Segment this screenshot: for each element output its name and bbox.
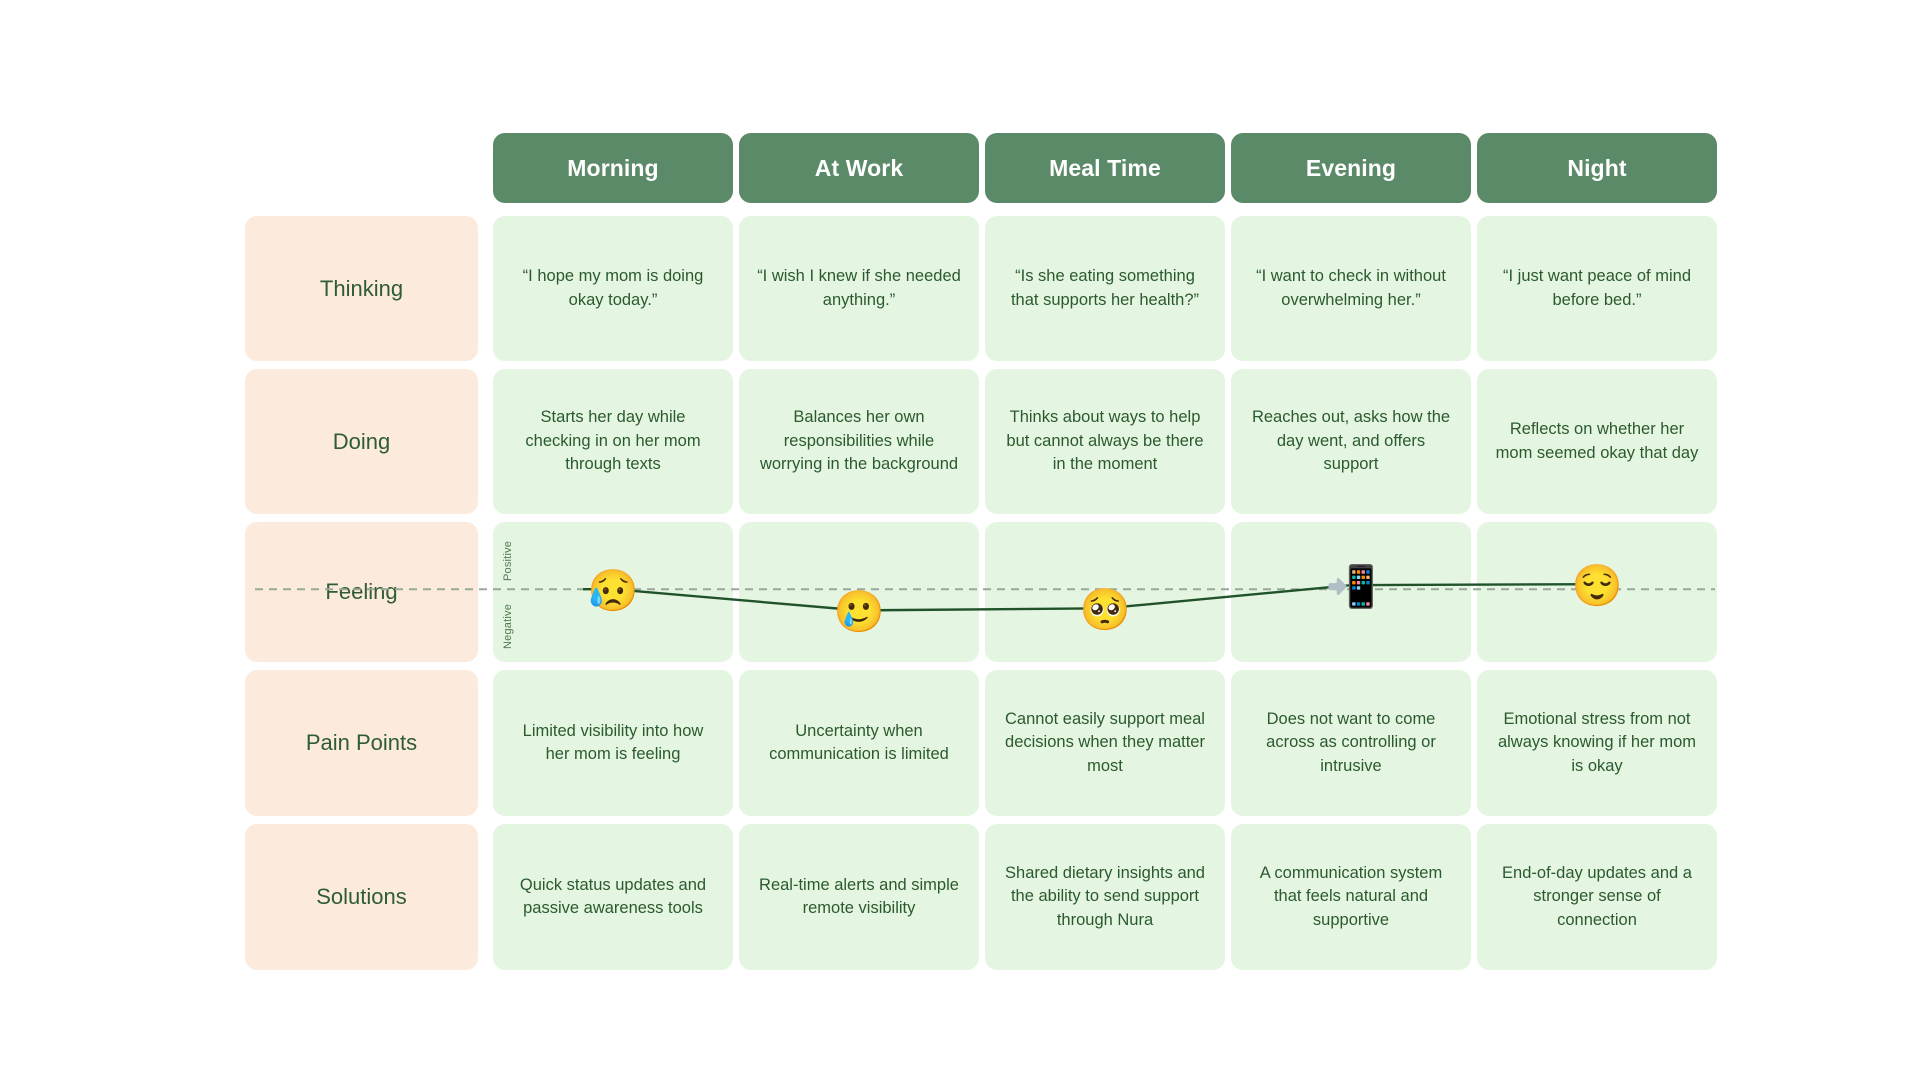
cell-solutions-at-work: Real-time alerts and simple remote visib… — [739, 824, 979, 970]
cell-doing-morning: Starts her day while checking in on her … — [493, 369, 733, 514]
cell-thinking-meal-time: “Is she eating something that supports h… — [985, 216, 1225, 361]
row-label-solutions: Solutions — [245, 824, 478, 970]
cell-text: Reflects on whether her mom seemed okay … — [1495, 420, 1699, 462]
cell-thinking-morning: “I hope my mom is doing okay today.” — [493, 216, 733, 361]
cell-text: Balances her own responsibilities while … — [759, 408, 959, 474]
feeling-cell-morning — [493, 522, 733, 662]
cell-thinking-evening: “I want to check in without overwhelming… — [1231, 216, 1471, 361]
cell-solutions-meal-time: Shared dietary insights and the ability … — [985, 824, 1225, 970]
cell-text: Real-time alerts and simple remote visib… — [759, 875, 959, 917]
row-label-pain-points: Pain Points — [245, 670, 478, 816]
cell-pain-points-meal-time: Cannot easily support meal decisions whe… — [985, 670, 1225, 816]
cell-doing-evening: Reaches out, asks how the day went, and … — [1231, 369, 1471, 514]
feeling-cell-evening — [1231, 522, 1471, 662]
cell-text: “I wish I knew if she needed anything.” — [757, 267, 961, 309]
cell-solutions-evening: A communication system that feels natura… — [1231, 824, 1471, 970]
column-header-meal-time[interactable]: Meal Time — [985, 133, 1225, 203]
cell-text: “Is she eating something that supports h… — [1010, 267, 1200, 309]
row-label-text: Solutions — [316, 884, 407, 909]
cell-doing-night: Reflects on whether her mom seemed okay … — [1477, 369, 1717, 514]
feeling-cell-at-work — [739, 522, 979, 662]
cell-solutions-morning: Quick status updates and passive awarene… — [493, 824, 733, 970]
column-header-label: At Work — [814, 154, 904, 181]
cell-text: “I just want peace of mind before bed.” — [1502, 267, 1691, 309]
feeling-cell-night — [1477, 522, 1717, 662]
column-header-night[interactable]: Night — [1477, 133, 1717, 203]
column-header-label: Meal Time — [1049, 154, 1161, 181]
row-label-text: Doing — [332, 428, 391, 454]
cell-pain-points-at-work: Uncertainty when communication is limite… — [739, 670, 979, 816]
cell-text: Thinks about ways to help but cannot alw… — [1006, 408, 1204, 474]
feeling-cell-meal-time — [985, 522, 1225, 662]
cell-text: Limited visibility into how her mom is f… — [522, 721, 704, 763]
column-header-morning[interactable]: Morning — [493, 133, 733, 203]
row-label-text: Pain Points — [305, 730, 418, 755]
row-label-doing: Doing — [245, 369, 478, 514]
cell-text: Shared dietary insights and the ability … — [1005, 863, 1205, 929]
row-label-text: Feeling — [325, 579, 398, 604]
cell-text: “I hope my mom is doing okay today.” — [522, 267, 704, 309]
cell-doing-at-work: Balances her own responsibilities while … — [739, 369, 979, 514]
cell-text: Reaches out, asks how the day went, and … — [1251, 408, 1451, 474]
cell-text: “I want to check in without overwhelming… — [1256, 267, 1446, 309]
column-header-at-work[interactable]: At Work — [739, 133, 979, 203]
cell-solutions-night: End-of-day updates and a stronger sense … — [1477, 824, 1717, 970]
cell-pain-points-evening: Does not want to come across as controll… — [1231, 670, 1471, 816]
cell-thinking-night: “I just want peace of mind before bed.” — [1477, 216, 1717, 361]
row-label-text: Thinking — [319, 275, 404, 301]
cell-text: Does not want to come across as controll… — [1266, 709, 1436, 775]
column-header-label: Night — [1567, 154, 1627, 181]
cell-pain-points-morning: Limited visibility into how her mom is f… — [493, 670, 733, 816]
cell-pain-points-night: Emotional stress from not always knowing… — [1477, 670, 1717, 816]
column-header-label: Evening — [1305, 154, 1397, 181]
column-header-label: Morning — [567, 154, 659, 181]
cell-text: Cannot easily support meal decisions whe… — [1005, 709, 1205, 775]
cell-text: Starts her day while checking in on her … — [525, 408, 701, 474]
row-label-feeling: Feeling — [245, 522, 478, 662]
cell-text: Uncertainty when communication is limite… — [769, 721, 949, 763]
cell-thinking-at-work: “I wish I knew if she needed anything.” — [739, 216, 979, 361]
column-header-evening[interactable]: Evening — [1231, 133, 1471, 203]
cell-doing-meal-time: Thinks about ways to help but cannot alw… — [985, 369, 1225, 514]
cell-text: End-of-day updates and a stronger sense … — [1502, 863, 1692, 929]
cell-text: Quick status updates and passive awarene… — [519, 875, 707, 917]
cell-text: A communication system that feels natura… — [1259, 863, 1443, 929]
cell-text: Emotional stress from not always knowing… — [1497, 709, 1697, 775]
row-label-thinking: Thinking — [245, 216, 478, 361]
